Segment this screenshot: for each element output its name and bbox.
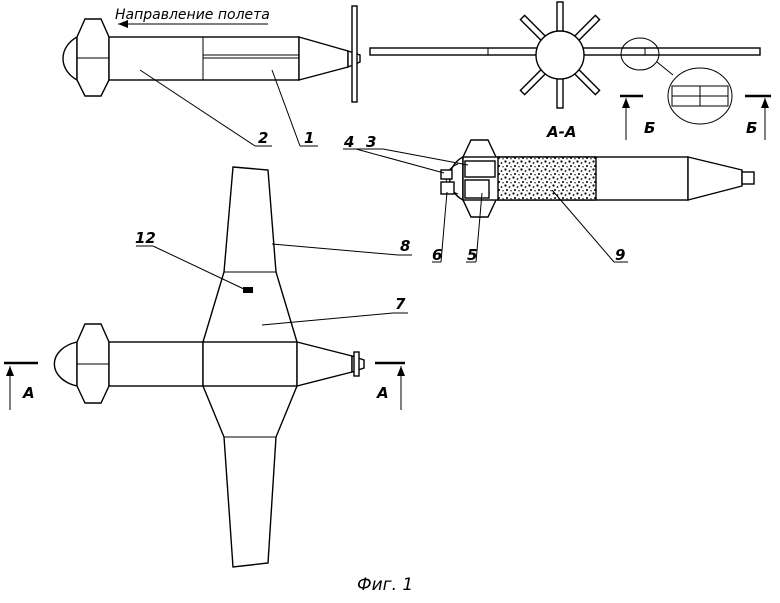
detail-circle-small	[620, 37, 660, 71]
nose-dome	[62, 35, 78, 82]
callout-12: 12	[135, 229, 156, 247]
plan-view: А А 12 8 7	[4, 166, 412, 568]
callout-7: 7	[395, 295, 406, 313]
section-aa-label: А-А	[546, 123, 576, 141]
payload-bay	[497, 156, 597, 201]
callout-8: 8	[400, 237, 410, 255]
marker-12	[243, 287, 253, 293]
side-view-missile: Направление полета 2 1	[62, 5, 361, 147]
callout-9: 9	[615, 246, 625, 264]
letter-a-left: А	[22, 384, 35, 402]
tail-cone	[298, 36, 349, 81]
letter-b-left: Б	[644, 119, 655, 137]
callout-5: 5	[467, 246, 477, 264]
figure-caption: Фиг. 1	[357, 575, 413, 595]
internal-view-missile: 3 4 6 5 9	[343, 133, 755, 264]
letter-b-right: Б	[746, 119, 757, 137]
propeller	[351, 5, 358, 103]
letter-a-right: А	[376, 384, 389, 402]
component-5	[464, 179, 490, 199]
callout-1: 1	[304, 129, 314, 147]
plan-fuselage-center	[202, 341, 298, 387]
callout-3: 3	[366, 133, 376, 151]
component-3	[464, 160, 496, 178]
component-6	[440, 181, 455, 195]
callout-4: 4	[343, 133, 354, 151]
star-fins	[519, 1, 601, 109]
callout-6: 6	[432, 246, 442, 264]
detail-circle-large	[667, 67, 733, 125]
component-4	[440, 169, 453, 180]
plan-nose	[53, 341, 78, 387]
direction-arrowhead	[118, 20, 128, 28]
fuselage-section	[535, 30, 585, 80]
direction-label: Направление полета	[115, 7, 270, 23]
callout-2: 2	[258, 129, 268, 147]
plan-propeller	[353, 351, 360, 377]
plan-fuselage-front	[108, 341, 204, 387]
section-aa: Б Б А-А	[369, 1, 771, 141]
